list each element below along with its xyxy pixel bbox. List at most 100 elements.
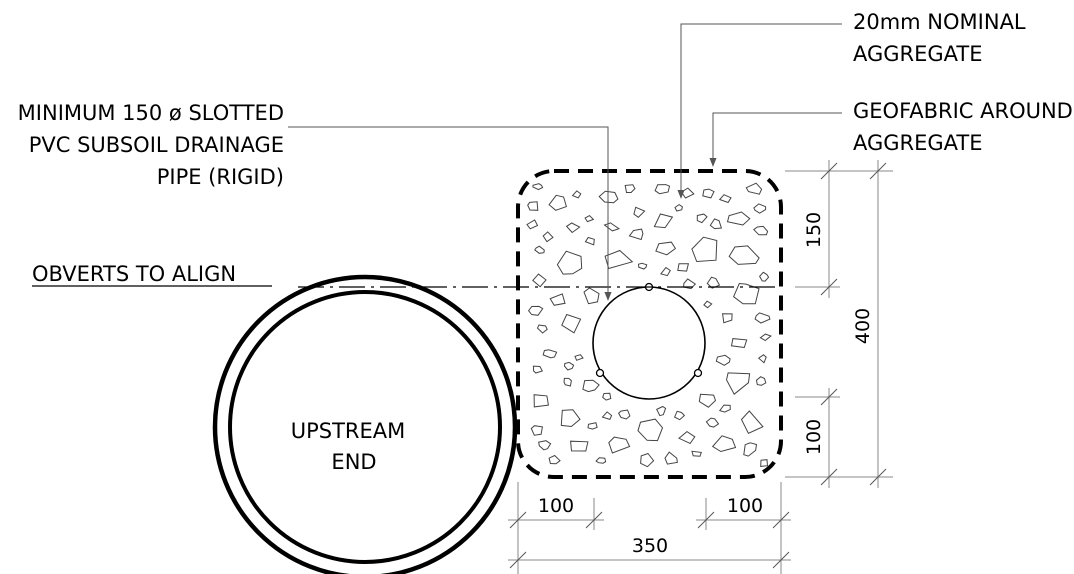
aggregate-stone bbox=[603, 222, 621, 232]
aggregate-stone bbox=[653, 213, 674, 229]
aggregate-stone bbox=[583, 287, 600, 305]
aggregate-stone bbox=[705, 417, 720, 428]
aggregate-stone bbox=[617, 409, 631, 420]
aggregate-stone bbox=[678, 430, 696, 445]
obverts-label: OBVERTS TO ALIGN bbox=[32, 262, 236, 286]
aggregate-stone bbox=[556, 250, 583, 275]
aggregate-stone bbox=[711, 435, 737, 453]
aggregate-label-line2: AGGREGATE bbox=[853, 42, 983, 66]
aggregate-stone bbox=[755, 376, 767, 386]
aggregate-stone bbox=[698, 393, 717, 408]
dim-bottom-cover: 100 bbox=[803, 419, 825, 455]
aggregate-stone bbox=[732, 282, 760, 305]
aggregate-stone bbox=[718, 194, 732, 204]
aggregate-stone bbox=[664, 451, 678, 465]
aggregate-stone bbox=[660, 266, 671, 277]
pipe-label-line1: MINIMUM 150 ø SLOTTED bbox=[18, 101, 284, 125]
aggregate-stone bbox=[759, 333, 772, 342]
aggregate-stone bbox=[549, 293, 566, 306]
aggregate-stone bbox=[598, 190, 619, 204]
horizontal-dimensions bbox=[508, 482, 791, 574]
aggregate-stone bbox=[601, 411, 613, 421]
aggregate-stone bbox=[743, 442, 758, 457]
aggregate-stone bbox=[584, 214, 595, 223]
aggregate-stone bbox=[563, 377, 572, 387]
pipe-slot-left bbox=[595, 368, 605, 378]
aggregate-stone bbox=[691, 236, 718, 263]
aggregate-stone bbox=[728, 245, 760, 265]
aggregate-stone bbox=[624, 184, 636, 193]
aggregate-stone bbox=[536, 324, 548, 334]
aggregate-stone bbox=[655, 241, 677, 256]
aggregate-stone bbox=[538, 440, 552, 451]
geofabric-label-line2: AGGREGATE bbox=[853, 131, 983, 155]
aggregate-stone bbox=[602, 392, 612, 401]
geofabric-boundary bbox=[516, 169, 783, 479]
aggregate-stone bbox=[571, 190, 582, 199]
aggregate-stone bbox=[574, 354, 584, 361]
aggregate-stone bbox=[745, 182, 763, 195]
aggregate-stone bbox=[527, 305, 544, 316]
aggregate-rocks bbox=[526, 182, 772, 468]
aggregate-stone bbox=[722, 313, 733, 324]
aggregate-stone bbox=[760, 459, 769, 467]
aggregate-stone bbox=[637, 418, 664, 442]
aggregate-stone bbox=[706, 276, 721, 289]
aggregate-stone bbox=[726, 211, 751, 226]
aggregate-stone bbox=[570, 440, 589, 452]
aggregate-stone bbox=[753, 203, 767, 214]
geofabric-label-line1: GEOFABRIC AROUND bbox=[853, 99, 1073, 123]
aggregate-stone bbox=[754, 312, 771, 324]
aggregate-stone bbox=[757, 354, 767, 364]
pipe-slot-right bbox=[693, 368, 703, 378]
aggregate-stone bbox=[691, 450, 702, 457]
dim-total-width: 350 bbox=[632, 535, 668, 557]
aggregate-stone bbox=[715, 354, 731, 366]
aggregate-stone bbox=[654, 184, 671, 195]
aggregate-stone bbox=[696, 213, 708, 224]
dim-top-cover: 150 bbox=[803, 212, 825, 248]
aggregate-stone bbox=[628, 228, 644, 241]
aggregate-stone bbox=[532, 273, 547, 288]
aggregate-stone bbox=[677, 263, 690, 272]
aggregate-stone bbox=[674, 203, 683, 212]
aggregate-stone bbox=[587, 422, 598, 430]
pipe-label-line3: PIPE (RIGID) bbox=[157, 165, 284, 189]
aggregate-stone bbox=[758, 271, 770, 282]
aggregate-leader bbox=[677, 23, 842, 199]
aggregate-stone bbox=[560, 409, 581, 428]
aggregate-stone bbox=[608, 436, 631, 454]
aggregate-stone bbox=[526, 219, 539, 230]
dim-right-offset: 100 bbox=[727, 495, 763, 517]
aggregate-stone bbox=[702, 188, 715, 199]
upstream-label-line2: END bbox=[331, 450, 376, 474]
upstream-pipe bbox=[212, 274, 518, 574]
aggregate-stone bbox=[530, 425, 543, 436]
aggregate-stone bbox=[582, 379, 600, 393]
aggregate-stone bbox=[656, 405, 667, 417]
aggregate-stone bbox=[673, 410, 686, 421]
aggregate-stone bbox=[542, 349, 558, 359]
aggregate-stone bbox=[563, 361, 575, 371]
aggregate-stone bbox=[730, 338, 748, 349]
aggregate-stone bbox=[633, 206, 646, 218]
aggregate-stone bbox=[703, 300, 713, 309]
aggregate-stone bbox=[532, 365, 544, 374]
dim-total-height: 400 bbox=[852, 308, 874, 344]
aggregate-stone bbox=[718, 404, 731, 413]
aggregate-stone bbox=[740, 410, 764, 434]
aggregate-stone bbox=[533, 394, 549, 408]
aggregate-label-line1: 20mm NOMINAL bbox=[853, 10, 1026, 34]
aggregate-stone bbox=[725, 372, 751, 395]
dim-left-offset: 100 bbox=[538, 495, 574, 517]
aggregate-stone bbox=[637, 262, 648, 270]
aggregate-stone bbox=[542, 231, 554, 243]
aggregate-stone bbox=[753, 225, 769, 236]
aggregate-stone bbox=[527, 201, 539, 211]
aggregate-stone bbox=[565, 222, 581, 234]
aggregate-stone bbox=[680, 187, 695, 199]
aggregate-stone bbox=[709, 218, 723, 230]
aggregate-stone bbox=[561, 313, 582, 334]
pipe-label-line2: PVC SUBSOIL DRAINAGE bbox=[29, 133, 284, 157]
